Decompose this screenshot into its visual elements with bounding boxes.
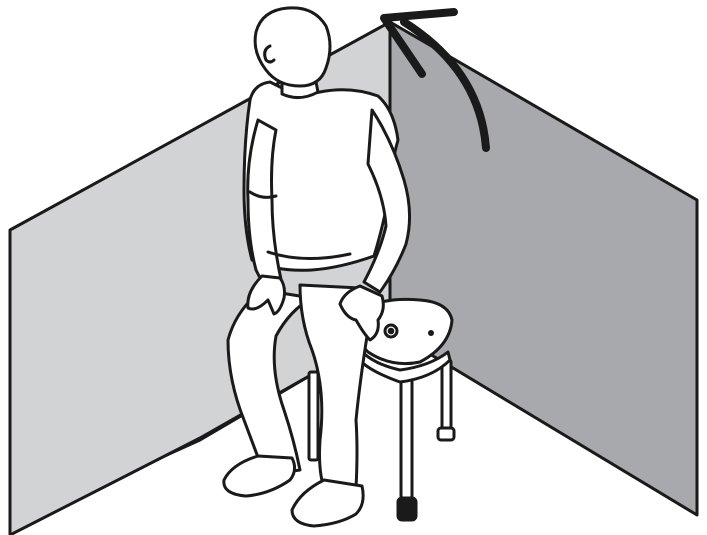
stool-grip-hole bbox=[428, 330, 434, 336]
stool-foot-back-right bbox=[438, 428, 454, 440]
stool-leg-front bbox=[401, 378, 412, 498]
stool-drain-center bbox=[389, 329, 393, 333]
person-back-foot bbox=[224, 456, 295, 496]
stool-leg-back-right bbox=[442, 360, 451, 432]
person-front-foot bbox=[292, 480, 363, 526]
stool-leg-back-left bbox=[309, 372, 318, 460]
stool-foot-front bbox=[398, 498, 416, 520]
right-wall bbox=[390, 22, 697, 515]
